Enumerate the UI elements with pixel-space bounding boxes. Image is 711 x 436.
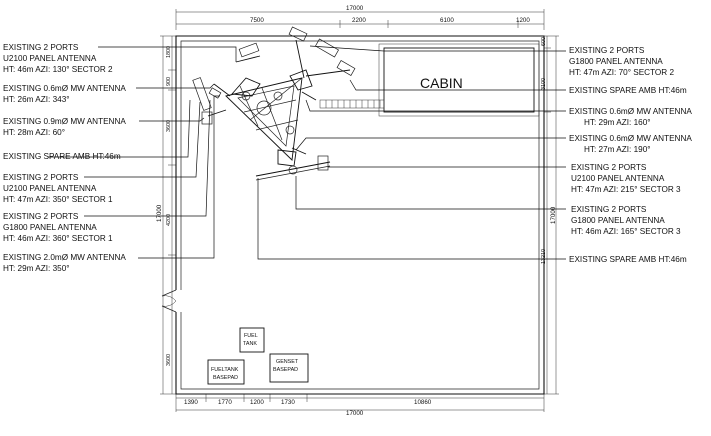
right-total-dim: 17000 [550,206,557,224]
bottom-dimensions: 1390 1770 1200 1730 10860 17000 [175,394,545,417]
top-dim-4: 1200 [516,17,530,24]
bottom-dim-2: 1770 [218,399,232,406]
left-callout-4-line-1: EXISTING SPARE AMB HT:46m [3,152,121,161]
right-callout-4-line-1: EXISTING 0.6mØ MW ANTENNA [569,134,692,143]
top-dimensions: 17000 7500 2200 6100 1200 [175,5,545,30]
left-callout-1-line-1: EXISTING 2 PORTS [3,43,79,52]
left-callout-7-line-1: EXISTING 2.0mØ MW ANTENNA [3,253,126,262]
left-callout-6-line-1: EXISTING 2 PORTS [3,212,79,221]
left-callout-5-line-3: HT: 47m AZI: 350° SECTOR 1 [3,195,113,204]
cabin: CABIN [378,43,540,117]
top-dim-3: 6100 [440,17,454,24]
left-dimensions: 1800 900 3600 4200 3600 17000 [156,35,176,395]
right-callout-5-line-2: U2100 PANEL ANTENNA [571,174,665,183]
top-dim-2: 2200 [352,17,366,24]
left-dim-3: 3600 [166,120,172,132]
fueltank-basepad-line-1: FUELTANK [211,367,239,373]
left-callout-5-line-1: EXISTING 2 PORTS [3,173,79,182]
left-total-dim: 17000 [156,204,163,222]
left-callout-5-line-2: U2100 PANEL ANTENNA [3,184,97,193]
genset-basepad-line-2: BASEPAD [273,367,298,373]
right-callout-6-line-2: G1800 PANEL ANTENNA [571,216,665,225]
top-total-dim: 17000 [346,5,364,12]
left-dim-5: 3600 [166,354,172,366]
genset-basepad-line-1: GENSET [276,359,299,365]
left-callout-7-line-2: HT: 29m AZI: 350° [3,264,70,273]
left-callout-6-line-3: HT: 46m AZI: 360° SECTOR 1 [3,234,113,243]
left-callout-2-line-1: EXISTING 0.6mØ MW ANTENNA [3,84,126,93]
left-callout-3-line-1: EXISTING 0.9mØ MW ANTENNA [3,117,126,126]
leader-lines [48,45,566,260]
left-callout-2-line-2: HT: 26m AZI: 343° [3,95,70,104]
left-callout-1-line-3: HT: 46m AZI: 130° SECTOR 2 [3,65,113,74]
gate [161,289,177,313]
right-callout-3-line-2: HT: 29m AZI: 160° [584,118,651,127]
bottom-dim-3: 1200 [250,399,264,406]
right-callout-7-line-1: EXISTING SPARE AMB HT:46m [569,255,687,264]
left-dim-4: 4200 [166,214,172,226]
right-callout-1-line-1: EXISTING 2 PORTS [569,46,645,55]
right-callout-2-line-1: EXISTING SPARE AMB HT:46m [569,86,687,95]
right-callout-6-line-1: EXISTING 2 PORTS [571,205,647,214]
antenna-mounts [192,26,356,181]
fueltank-basepad: FUELTANK BASEPAD [207,359,245,385]
left-callouts: EXISTING 2 PORTS U2100 PANEL ANTENNA HT:… [3,43,126,273]
right-callout-1-line-2: G1800 PANEL ANTENNA [569,57,663,66]
top-dim-1: 7500 [250,17,264,24]
cable-tray [319,99,385,109]
bottom-dim-4: 1730 [281,399,295,406]
left-callout-6-line-2: G1800 PANEL ANTENNA [3,223,97,232]
left-dim-2: 900 [166,77,172,86]
fuel-tank-line-1: FUEL [244,333,258,339]
right-callout-6-line-3: HT: 46m AZI: 165° SECTOR 3 [571,227,681,236]
right-callout-1-line-3: HT: 47m AZI: 70° SECTOR 2 [569,68,674,77]
right-callout-3-line-1: EXISTING 0.6mØ MW ANTENNA [569,107,692,116]
site-boundary [175,35,545,395]
fueltank-basepad-line-2: BASEPAD [213,375,238,381]
fuel-tank-line-2: TANK [243,341,257,347]
left-callout-1-line-2: U2100 PANEL ANTENNA [3,54,97,63]
right-callout-4-line-2: HT: 27m AZI: 190° [584,145,651,154]
genset-basepad: GENSET BASEPAD [269,353,309,383]
right-callout-5-line-3: HT: 47m AZI: 215° SECTOR 3 [571,185,681,194]
fuel-tank: FUEL TANK [239,327,265,353]
bottom-dim-5: 10860 [414,399,432,406]
cabin-label: CABIN [420,75,463,91]
bottom-total-dim: 17000 [346,410,364,417]
left-dim-1: 1800 [166,46,172,58]
right-callout-5-line-1: EXISTING 2 PORTS [571,163,647,172]
left-callout-3-line-2: HT: 28m AZI: 60° [3,128,65,137]
bottom-dim-1: 1390 [184,399,198,406]
tower [225,69,313,167]
right-callouts: EXISTING 2 PORTS G1800 PANEL ANTENNA HT:… [569,46,692,264]
